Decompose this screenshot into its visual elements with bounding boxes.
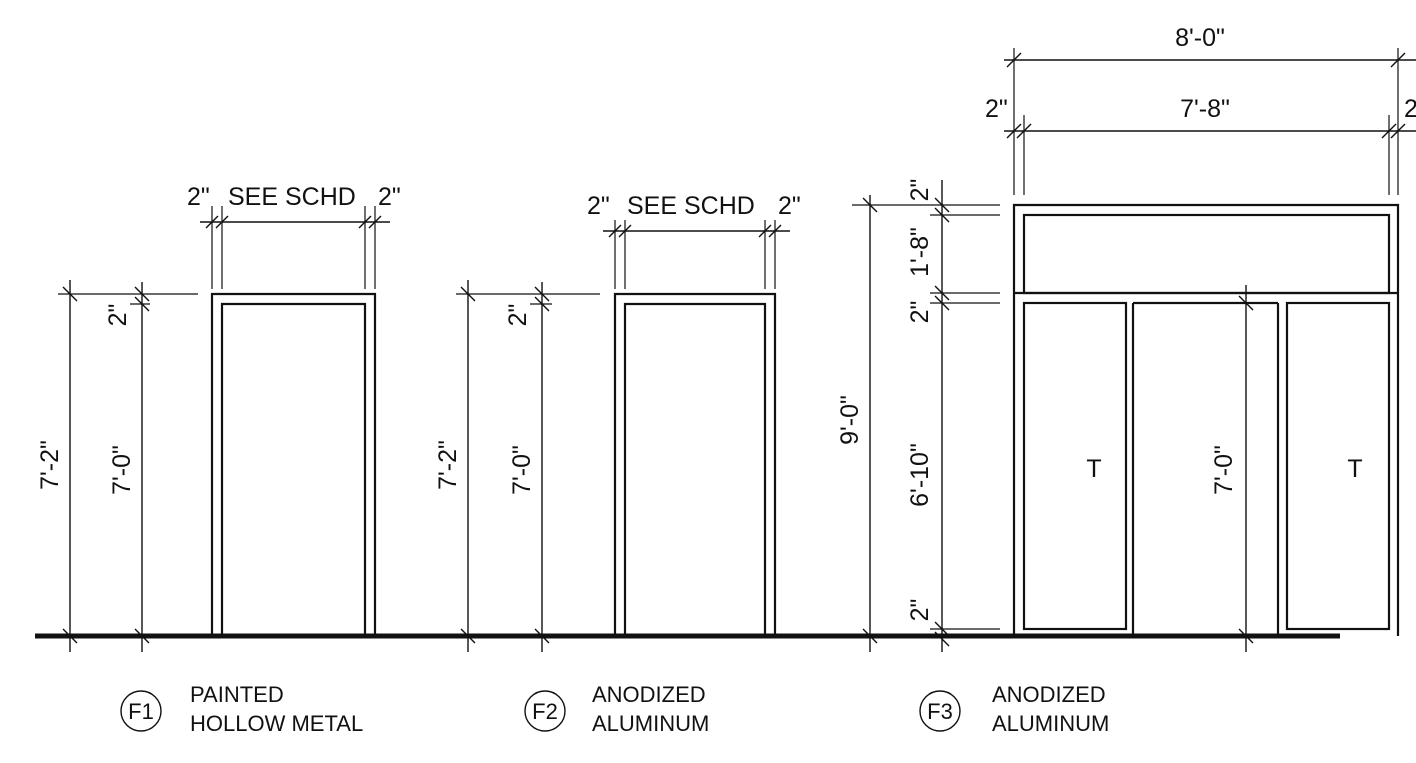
f2-tag-label: F2 (532, 699, 558, 724)
f1-left-jamb-dim: 2" (187, 183, 210, 211)
f3-caption-line1: ANODIZED (992, 682, 1106, 707)
f2-left-jamb-dim: 2" (587, 192, 610, 220)
f3-left-jamb-dim: 2" (985, 95, 1008, 123)
f2-opening-height-dim: 7'-0" (508, 445, 536, 495)
f3-sill-dim: 2" (906, 599, 934, 622)
f2-opening-width-dim: SEE SCHD (627, 192, 755, 220)
frame-f1-outer (210, 292, 377, 636)
f1-caption-line1: PAINTED (190, 682, 284, 707)
frame-f3-outer (1012, 203, 1400, 636)
f3-tag-label: F3 (927, 699, 953, 724)
frame-f3-right-sidelite (1285, 301, 1391, 631)
f3-caption-line2: ALUMINUM (992, 711, 1109, 736)
f3-transom-bar-dim: 2" (906, 301, 934, 324)
f3-door-height-dim: 7'-0" (1210, 445, 1238, 495)
f3-glazing-left-label: T (1086, 455, 1101, 483)
f3-inner-width-dim: 7'-8" (1180, 95, 1230, 123)
f1-tag-circle (120, 690, 162, 732)
f2-right-jamb-dim: 2" (778, 192, 801, 220)
frame-f1: 2" SEE SCHD 2" 7'-2" 7'-0" 2" F1 PAINTED… (36, 183, 401, 736)
f1-opening-width-dim: SEE SCHD (228, 183, 356, 211)
f3-lower-opening-dim: 6'-10" (906, 443, 934, 507)
frame-f1-inner (220, 302, 367, 636)
frame-f3-transom (1022, 213, 1391, 295)
frame-f2: 2" SEE SCHD 2" 7'-2" 7'-0" 2" F2 ANODIZE… (434, 192, 801, 736)
frame-f2-outer (613, 292, 777, 636)
f2-caption-line2: ALUMINUM (592, 711, 709, 736)
f2-tag-circle (524, 690, 566, 732)
f1-head-dim: 2" (104, 304, 132, 327)
f1-tag-label: F1 (128, 699, 154, 724)
frame-f3-left-sidelite (1022, 301, 1128, 631)
f1-opening-height-dim: 7'-0" (108, 445, 136, 495)
frame-f2-inner (623, 302, 767, 636)
frame-f3: T T 8'-0" 7'-8" 2" 2 9'-0" (836, 24, 1416, 736)
f3-overall-height-dim: 9'-0" (836, 395, 864, 445)
f2-caption-line1: ANODIZED (592, 682, 706, 707)
f3-right-jamb-dim: 2 (1404, 95, 1416, 123)
f2-overall-height-dim: 7'-2" (434, 440, 462, 490)
f3-glazing-right-label: T (1347, 455, 1362, 483)
f3-transom-dim: 1'-8" (906, 227, 934, 277)
f2-head-dim: 2" (504, 304, 532, 327)
f1-right-jamb-dim: 2" (378, 183, 401, 211)
f1-overall-height-dim: 7'-2" (36, 440, 64, 490)
f3-overall-width-dim: 8'-0" (1175, 24, 1225, 52)
f3-top-frame-dim: 2" (906, 179, 934, 202)
f3-tag-circle (919, 690, 961, 732)
f1-caption-line2: HOLLOW METAL (190, 711, 363, 736)
